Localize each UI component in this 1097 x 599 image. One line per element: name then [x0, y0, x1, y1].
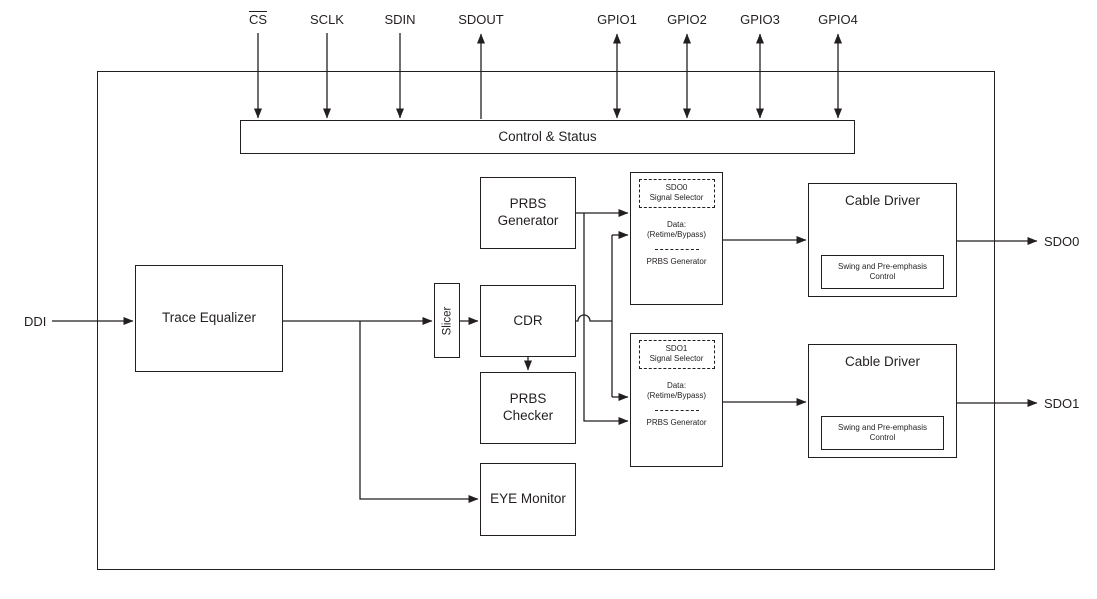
cdr-block: CDR [480, 285, 576, 357]
sdo0-selector-data-line2: (Retime/Bypass) [646, 230, 707, 240]
pin-label-gpio1: GPIO1 [597, 12, 637, 27]
sdo0-signal-selector-block: SDO0 Signal Selector Data: (Retime/Bypas… [630, 172, 723, 305]
sdo0-selector-title-line1: SDO0 [665, 183, 688, 192]
prbs-generator-label: PRBS Generator [497, 196, 559, 228]
cdr-label: CDR [513, 312, 543, 328]
cable-driver-1-swing-control-block: Swing and Pre-emphasis Control [821, 416, 944, 450]
pin-label-sdout: SDOUT [458, 12, 504, 27]
pin-label-gpio2: GPIO2 [667, 12, 707, 27]
trace-equalizer-label: Trace Equalizer [161, 310, 257, 326]
pin-label-sclk: SCLK [310, 12, 344, 27]
sdo0-selector-data-line1: Data: [666, 219, 687, 229]
sdo1-selector-data-line1: Data: [666, 380, 687, 390]
trace-equalizer-block: Trace Equalizer [135, 265, 283, 372]
pin-label-gpio4: GPIO4 [818, 12, 858, 27]
sdo1-selector-prbs-label: PRBS Generator [646, 417, 707, 427]
sdo0-selector-title-line2: Signal Selector [649, 193, 704, 203]
sdo1-selector-title-line1: SDO1 [665, 344, 688, 353]
control-status-label: Control & Status [498, 128, 597, 144]
pin-label-cs: CS [248, 12, 268, 27]
slicer-label: Slicer [441, 306, 454, 335]
pin-label-sdo1: SDO1 [1044, 396, 1080, 411]
prbs-checker-label: PRBS Checker [502, 391, 554, 423]
cable-driver-0-block: Cable Driver Swing and Pre-emphasis Cont… [808, 183, 957, 297]
sdo1-signal-selector-block: SDO1 Signal Selector Data: (Retime/Bypas… [630, 333, 723, 467]
pin-label-ddi: DDI [24, 314, 47, 329]
pin-label-sdin: SDIN [384, 12, 416, 27]
sdo1-selector-title-line2: Signal Selector [649, 354, 704, 364]
sdo1-selector-data: Data: (Retime/Bypass) [631, 381, 722, 402]
sdo1-selector-title: SDO1 Signal Selector [638, 340, 715, 369]
dashed-separator [654, 248, 699, 250]
sdo0-selector-data: Data: (Retime/Bypass) [631, 220, 722, 241]
control-status-block: Control & Status [240, 120, 855, 154]
sdo0-selector-prbs-label: PRBS Generator [646, 256, 707, 266]
cable-driver-1-block: Cable Driver Swing and Pre-emphasis Cont… [808, 344, 957, 458]
sdo1-selector-data-line2: (Retime/Bypass) [646, 391, 707, 401]
eye-monitor-block: EYE Monitor [480, 463, 576, 536]
cable-driver-0-label: Cable Driver [844, 193, 921, 208]
sdo0-selector-title: SDO0 Signal Selector [638, 179, 715, 208]
prbs-checker-block: PRBS Checker [480, 372, 576, 444]
pin-label-gpio3: GPIO3 [740, 12, 780, 27]
dashed-separator [654, 409, 699, 411]
pin-label-sdo0: SDO0 [1044, 234, 1080, 249]
wire-branch-to-eye-monitor [359, 321, 479, 503]
cable-driver-1-label: Cable Driver [844, 354, 921, 369]
cable-driver-0-swing-control-block: Swing and Pre-emphasis Control [821, 255, 944, 289]
slicer-block: Slicer [434, 283, 460, 358]
wire-cdr-data-out [576, 314, 612, 322]
prbs-generator-block: PRBS Generator [480, 177, 576, 249]
eye-monitor-label: EYE Monitor [490, 491, 566, 507]
wire-prbs-to-sdo1-selector [583, 213, 629, 425]
